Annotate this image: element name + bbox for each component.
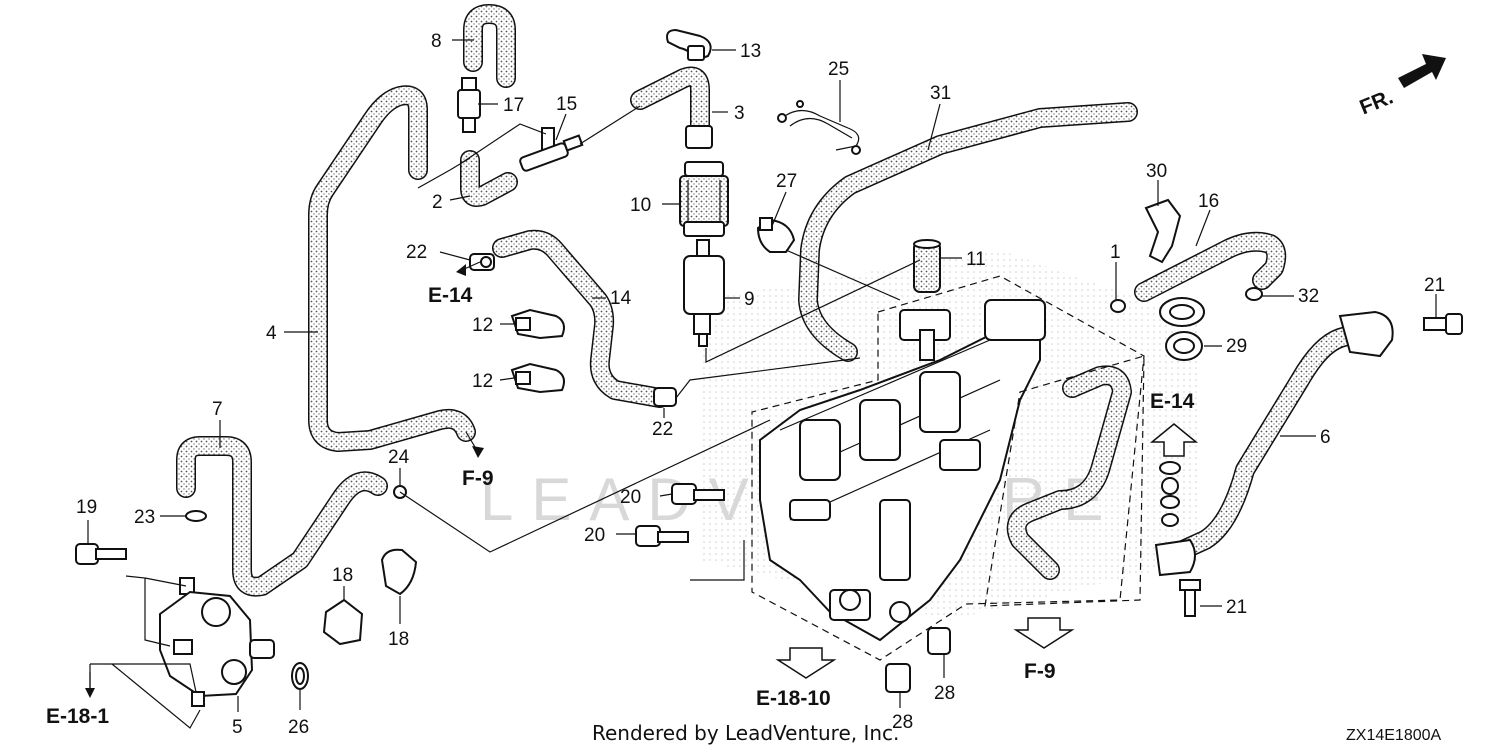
dashed-box-float [984,355,1145,607]
hose-14 [492,229,670,408]
hose-3 [630,66,713,149]
fuel-strainer-10 [679,161,729,237]
callout-7: 7 [212,399,223,420]
dashed-box-carb [751,275,1145,661]
carburetor-assembly [759,299,1046,642]
callout-21-bottom: 21 [1226,597,1247,618]
callout-28-right: 28 [934,683,955,704]
callouts: 8 17 2 15 3 13 10 9 25 31 27 11 1 30 16 … [76,31,1445,738]
callout-18-right: 18 [388,629,409,650]
jet-stack [1159,461,1181,527]
callout-17: 17 [503,95,524,116]
rendered-by-credit: Rendered by LeadVenture, Inc. [592,721,899,745]
check-valve-17 [457,77,481,133]
hose-float-bowl [1006,365,1132,580]
clip-23 [185,510,207,522]
t-joint-15 [519,127,584,172]
fr-label: FR. [1356,85,1396,119]
hose-11 [913,239,941,293]
callout-24: 24 [388,447,410,468]
callout-32: 32 [1298,286,1319,307]
callout-27: 27 [776,171,797,192]
clip-22-bottom [653,387,677,407]
hose-2 [460,150,518,207]
callout-10: 10 [630,195,651,216]
callout-20-upper: 20 [620,487,641,508]
callout-16: 16 [1198,191,1219,212]
ref-f9-left: F-9 [462,467,494,490]
clamp-29 [1159,297,1205,361]
clip-12-upper [510,308,565,340]
tube-6 [1154,310,1394,577]
callout-9: 9 [744,289,755,310]
fuel-filter-9 [683,239,725,347]
ref-e18-10: E-18-10 [756,687,831,710]
ref-e14-left: E-14 [428,284,473,307]
wire-clip-25 [777,100,861,155]
clip-1 [1110,299,1126,313]
clip-27 [756,217,796,253]
callout-3: 3 [734,103,745,124]
bolt-19 [75,543,127,565]
callout-5: 5 [232,717,243,738]
hose-7 [176,436,388,597]
clip-18-right [380,548,418,596]
bolt-21-top [1423,313,1463,335]
callout-2: 2 [432,192,443,213]
callout-18-left: 18 [332,565,353,586]
callout-12-lower: 12 [472,371,493,392]
hose-16 [1134,231,1287,302]
front-direction-arrow: FR. [1356,54,1446,119]
ref-e18-1: E-18-1 [46,705,109,728]
plug-28-bottom [885,663,911,693]
callout-19: 19 [76,497,97,518]
callout-25: 25 [828,59,849,80]
callout-22-bottom: 22 [652,419,673,440]
hose-4 [308,85,476,452]
callout-12-upper: 12 [472,315,493,336]
clip-12-lower [510,362,565,394]
bolt-20-lower [635,525,689,547]
callout-14: 14 [610,288,632,309]
callout-15: 15 [556,94,577,115]
clip-22-top [469,253,495,271]
leader-lines [87,39,1437,729]
callout-30: 30 [1146,161,1167,182]
ref-e14-right: E-14 [1150,390,1195,413]
fuel-pump-5 [159,577,275,707]
hose-8 [463,4,516,88]
callout-4: 4 [266,323,277,344]
callout-31: 31 [930,83,951,104]
clip-32 [1245,287,1263,301]
clip-30 [1144,198,1182,264]
callout-6: 6 [1320,427,1331,448]
diagram-code: ZX14E1800A [1346,727,1442,744]
callout-11: 11 [966,249,986,270]
clip-13 [666,28,712,62]
hose-31 [798,102,1138,362]
ref-arrows [85,261,1199,698]
callout-13: 13 [740,41,761,62]
callout-1: 1 [1110,242,1121,263]
callout-22-top: 22 [406,242,427,263]
section-references: E-14 E-14 F-9 F-9 E-18-10 E-18-1 [46,284,1195,728]
clip-18-left [322,598,364,646]
plug-28-right [927,627,951,655]
callout-29: 29 [1226,336,1247,357]
ref-f9-right: F-9 [1024,660,1056,683]
bolt-21-bottom [1179,579,1201,617]
callout-28-bottom: 28 [892,712,913,733]
callout-21-top: 21 [1424,275,1445,296]
callout-26: 26 [288,717,309,738]
washer-26 [291,662,309,690]
callout-23: 23 [134,507,155,528]
callout-20-lower: 20 [584,525,605,546]
callout-8: 8 [431,31,442,52]
